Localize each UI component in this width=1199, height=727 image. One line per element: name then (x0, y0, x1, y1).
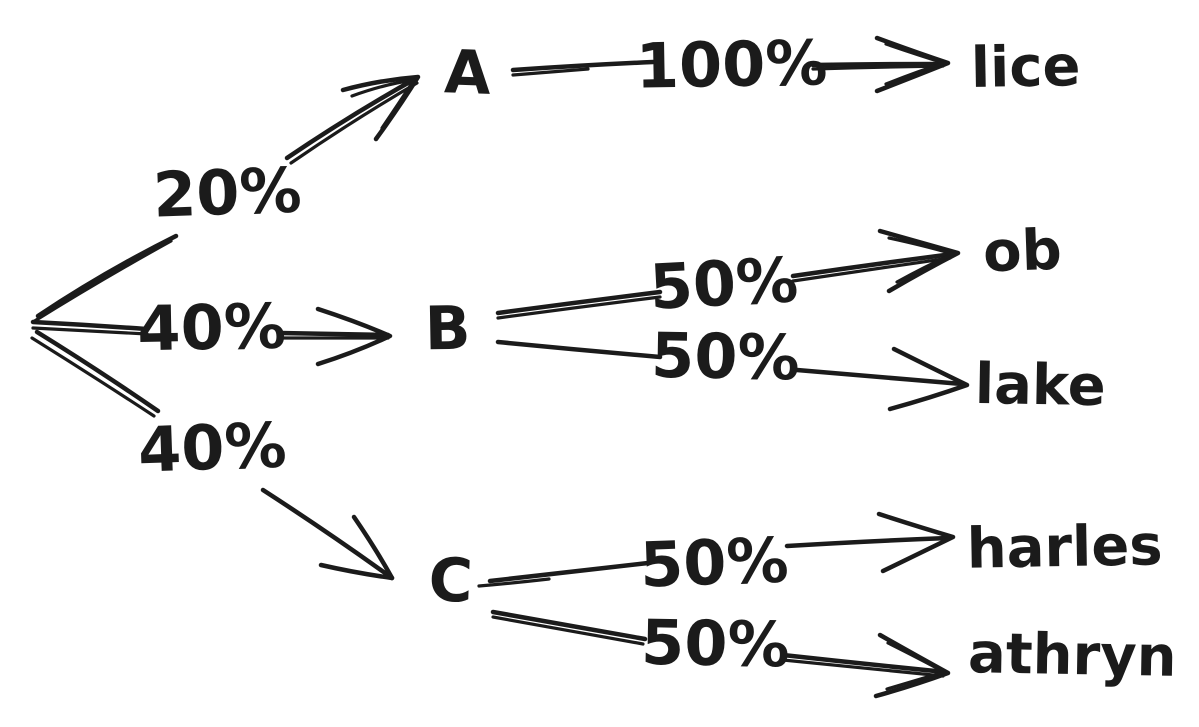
probability-label-100pct: 100% (635, 26, 828, 102)
probability-label-20pct: 20% (152, 153, 303, 231)
probability-label-50pct-ob: 50% (648, 243, 800, 324)
probability-label-40pct-low: 40% (137, 408, 288, 486)
arrow-100pct-to-lice (810, 35, 951, 94)
outcome-ob-label: ob (982, 218, 1063, 286)
outcome-lice-label: lice (970, 34, 1081, 101)
arrow-50pct-to-lake (794, 346, 970, 412)
probability-label-50pct-harles: 50% (639, 523, 790, 601)
probability-label-50pct-athryn: 50% (641, 606, 791, 682)
edge-root-to-20pct (31, 233, 179, 324)
edge-b-to-50pct-lower (495, 339, 663, 360)
edge-root-to-40pct-low (30, 329, 161, 418)
edge-root-to-40pct-mid (30, 319, 149, 336)
arrow-50pct-to-athryn (780, 632, 951, 699)
arrow-40pct-to-c (260, 487, 395, 581)
arrow-50pct-to-ob (790, 228, 961, 294)
probability-label-50pct-lake: 50% (651, 319, 801, 395)
edge-b-to-50pct-upper (495, 289, 663, 320)
node-a-label: A (443, 37, 492, 109)
outcome-lake-label: lake (974, 352, 1106, 419)
node-c-label: C (427, 545, 473, 616)
probability-label-40pct-mid: 40% (137, 290, 287, 366)
edge-a-to-100pct (510, 59, 656, 77)
edge-c-to-50pct-lower (490, 609, 648, 646)
arrow-50pct-to-harles (784, 511, 956, 574)
edge-c-to-50pct-upper (477, 560, 651, 588)
node-b-label: B (424, 294, 471, 365)
arrow-20pct-to-a (284, 74, 421, 165)
outcome-athryn-label: athryn (968, 621, 1178, 690)
outcome-harles-label: harles (966, 513, 1163, 581)
arrow-40pct-to-b (277, 306, 393, 367)
